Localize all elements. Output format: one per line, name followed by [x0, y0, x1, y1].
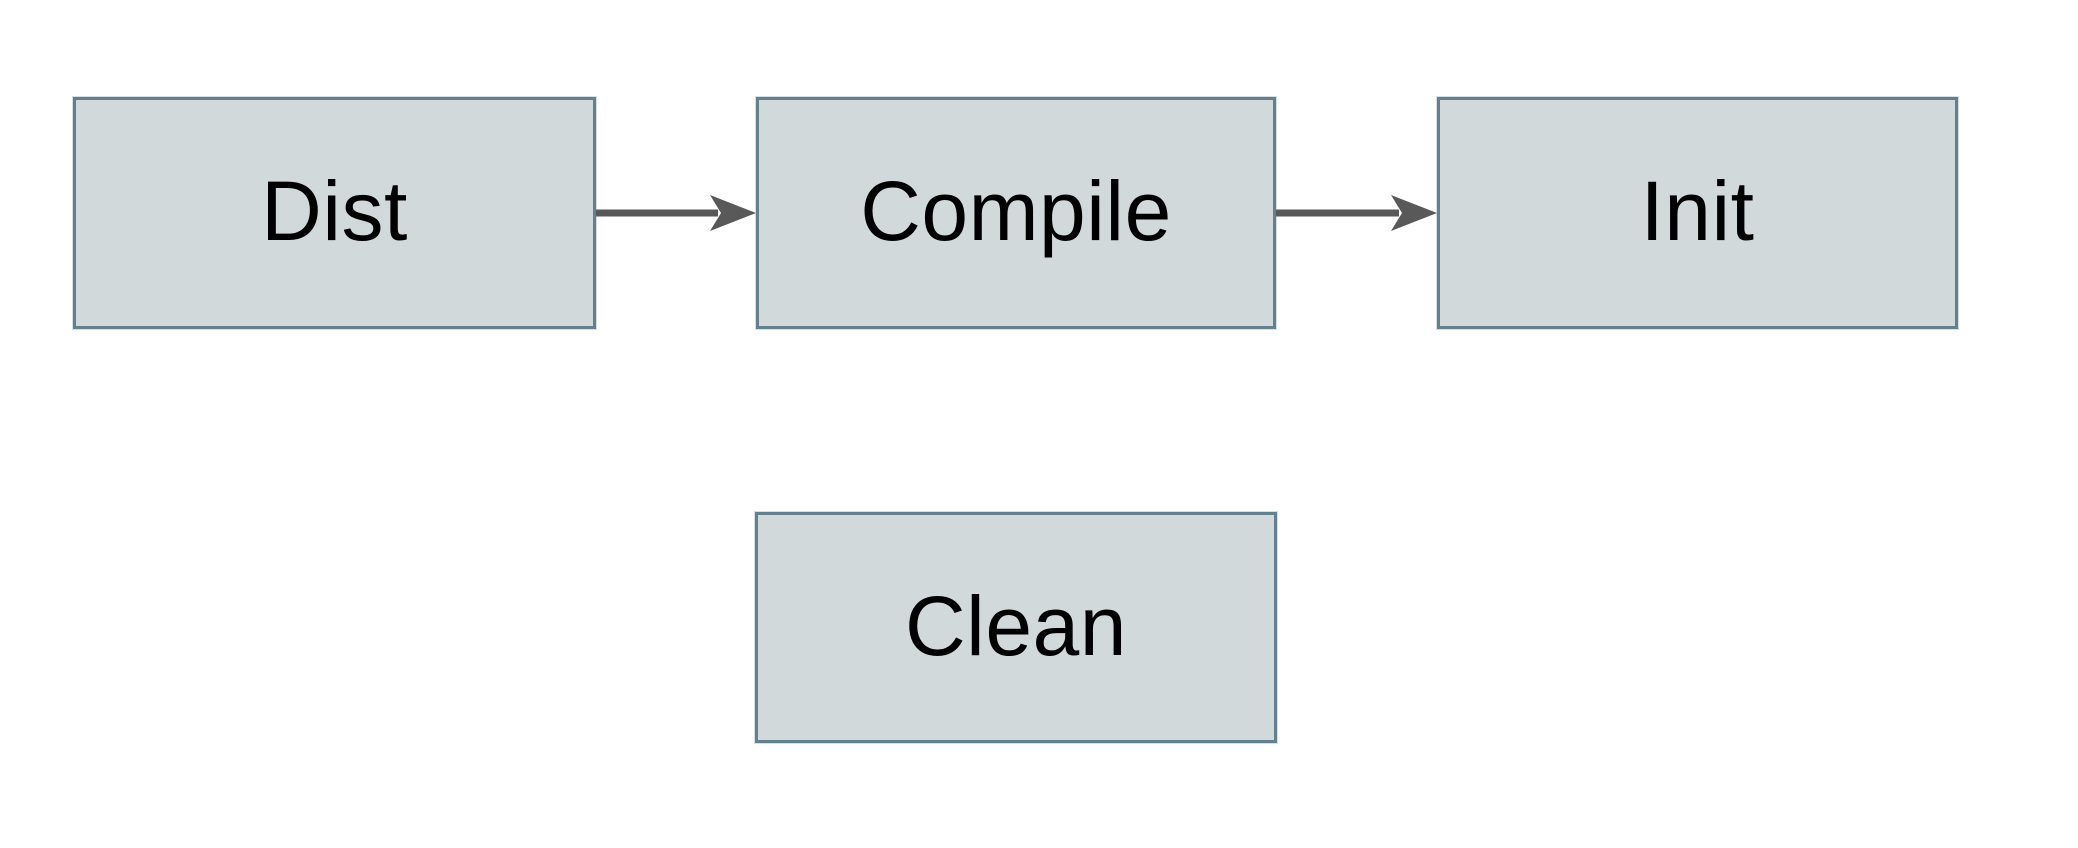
arrowhead-icon — [1391, 195, 1437, 231]
node-compile: Compile — [756, 97, 1276, 329]
node-clean-label: Clean — [905, 578, 1127, 673]
node-compile-label: Compile — [860, 164, 1172, 258]
arrow-compile-to-init — [1276, 195, 1437, 231]
arrow-dist-to-compile — [596, 195, 756, 231]
node-clean: Clean — [755, 512, 1277, 743]
node-init-label: Init — [1640, 164, 1755, 258]
node-dist: Dist — [73, 97, 596, 329]
arrowhead-icon — [710, 195, 756, 231]
node-init: Init — [1437, 97, 1958, 329]
node-dist-label: Dist — [261, 164, 408, 258]
